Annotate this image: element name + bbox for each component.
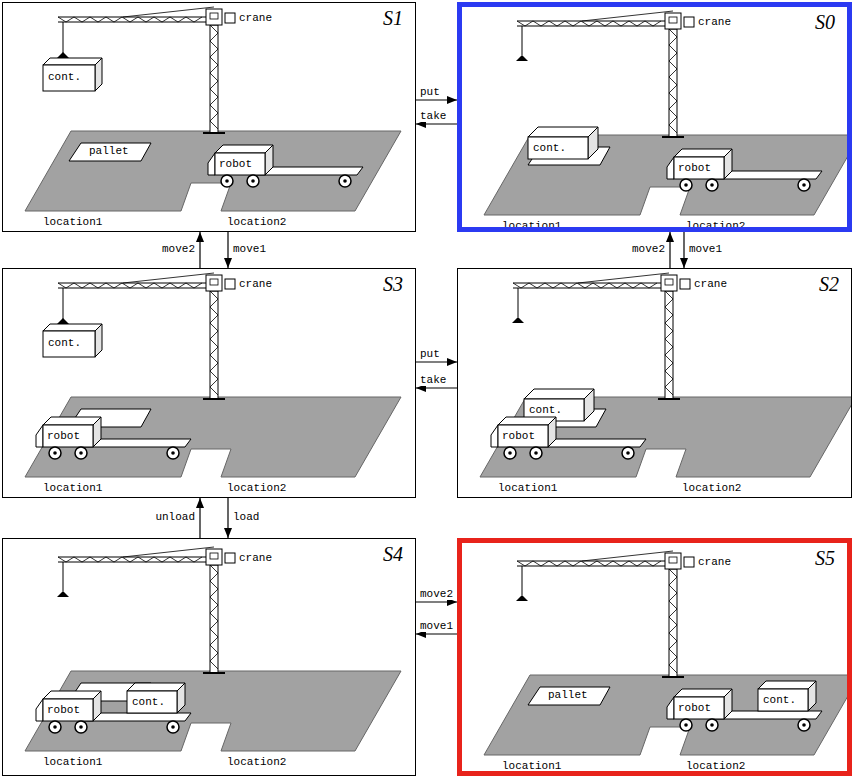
location-label: location1 — [502, 220, 561, 232]
state-name: S5 — [815, 547, 835, 569]
state-name: S0 — [815, 11, 835, 33]
state-name: S1 — [383, 7, 403, 29]
action-label: put — [419, 86, 441, 98]
transition-arrow — [416, 601, 457, 602]
part-label: pallet — [89, 145, 129, 157]
transition-arrow — [416, 123, 457, 124]
scene-illustration — [3, 3, 416, 232]
state-box: S4 crane robot cont. location1 location2 — [2, 538, 416, 776]
part-label: robot — [502, 430, 535, 442]
state-name: S2 — [819, 273, 839, 295]
scene-illustration — [462, 543, 852, 776]
transition-arrow — [227, 498, 228, 538]
location-label: location1 — [498, 482, 557, 494]
part-label: crane — [694, 278, 727, 290]
scene-illustration — [458, 269, 852, 498]
action-label: move1 — [419, 620, 454, 632]
scene-illustration — [3, 539, 416, 776]
part-label: robot — [47, 430, 80, 442]
transition-arrow — [669, 232, 670, 268]
action-label: move2 — [161, 243, 196, 255]
part-label: crane — [239, 12, 272, 24]
transition-arrow — [199, 498, 200, 538]
action-label: put — [419, 348, 441, 360]
part-label: robot — [678, 702, 711, 714]
transition-arrow — [199, 232, 200, 268]
location-label: location1 — [43, 482, 102, 494]
scene-illustration — [3, 269, 416, 498]
action-label: load — [232, 511, 260, 523]
state-box: S2 crane cont. robot location1 location2 — [457, 268, 852, 498]
part-label: cont. — [48, 337, 81, 349]
action-label: unload — [154, 511, 196, 523]
part-label: robot — [219, 158, 252, 170]
action-label: move2 — [419, 588, 454, 600]
state-box: S3 crane cont. robot location1 location2 — [2, 268, 416, 498]
transition-arrow — [416, 361, 457, 362]
transition-arrow — [683, 232, 684, 268]
transition-arrow — [227, 232, 228, 268]
state-name: S3 — [383, 273, 403, 295]
transition-arrow — [416, 99, 457, 100]
location-label: location1 — [43, 756, 102, 768]
part-label: crane — [239, 552, 272, 564]
part-label: pallet — [548, 689, 588, 701]
part-label: cont. — [48, 71, 81, 83]
transition-arrow — [416, 633, 457, 634]
action-label: move2 — [631, 243, 666, 255]
action-label: take — [419, 374, 447, 386]
part-label: cont. — [132, 696, 165, 708]
state-name: S4 — [383, 543, 403, 565]
state-box: S1 crane cont. pallet robot location1 location… — [2, 2, 416, 232]
location-label: location2 — [227, 216, 286, 228]
location-label: location1 — [502, 760, 561, 772]
part-label: cont. — [529, 404, 562, 416]
state-box: S5 crane pallet robot cont. location1 location… — [457, 538, 852, 776]
location-label: location2 — [227, 482, 286, 494]
state-box: S0 crane cont. robot location1 location2 — [457, 2, 852, 232]
location-label: location1 — [43, 216, 102, 228]
part-label: crane — [698, 16, 731, 28]
action-label: take — [419, 110, 447, 122]
part-label: cont. — [533, 142, 566, 154]
part-label: cont. — [763, 694, 796, 706]
location-label: location2 — [682, 482, 741, 494]
part-label: robot — [678, 162, 711, 174]
scene-illustration — [462, 7, 852, 232]
transition-arrow — [416, 387, 457, 388]
location-label: location2 — [227, 756, 286, 768]
part-label: robot — [47, 704, 80, 716]
action-label: move1 — [232, 243, 267, 255]
part-label: crane — [239, 278, 272, 290]
location-label: location2 — [686, 760, 745, 772]
part-label: crane — [698, 556, 731, 568]
location-label: location2 — [686, 220, 745, 232]
action-label: move1 — [688, 243, 723, 255]
